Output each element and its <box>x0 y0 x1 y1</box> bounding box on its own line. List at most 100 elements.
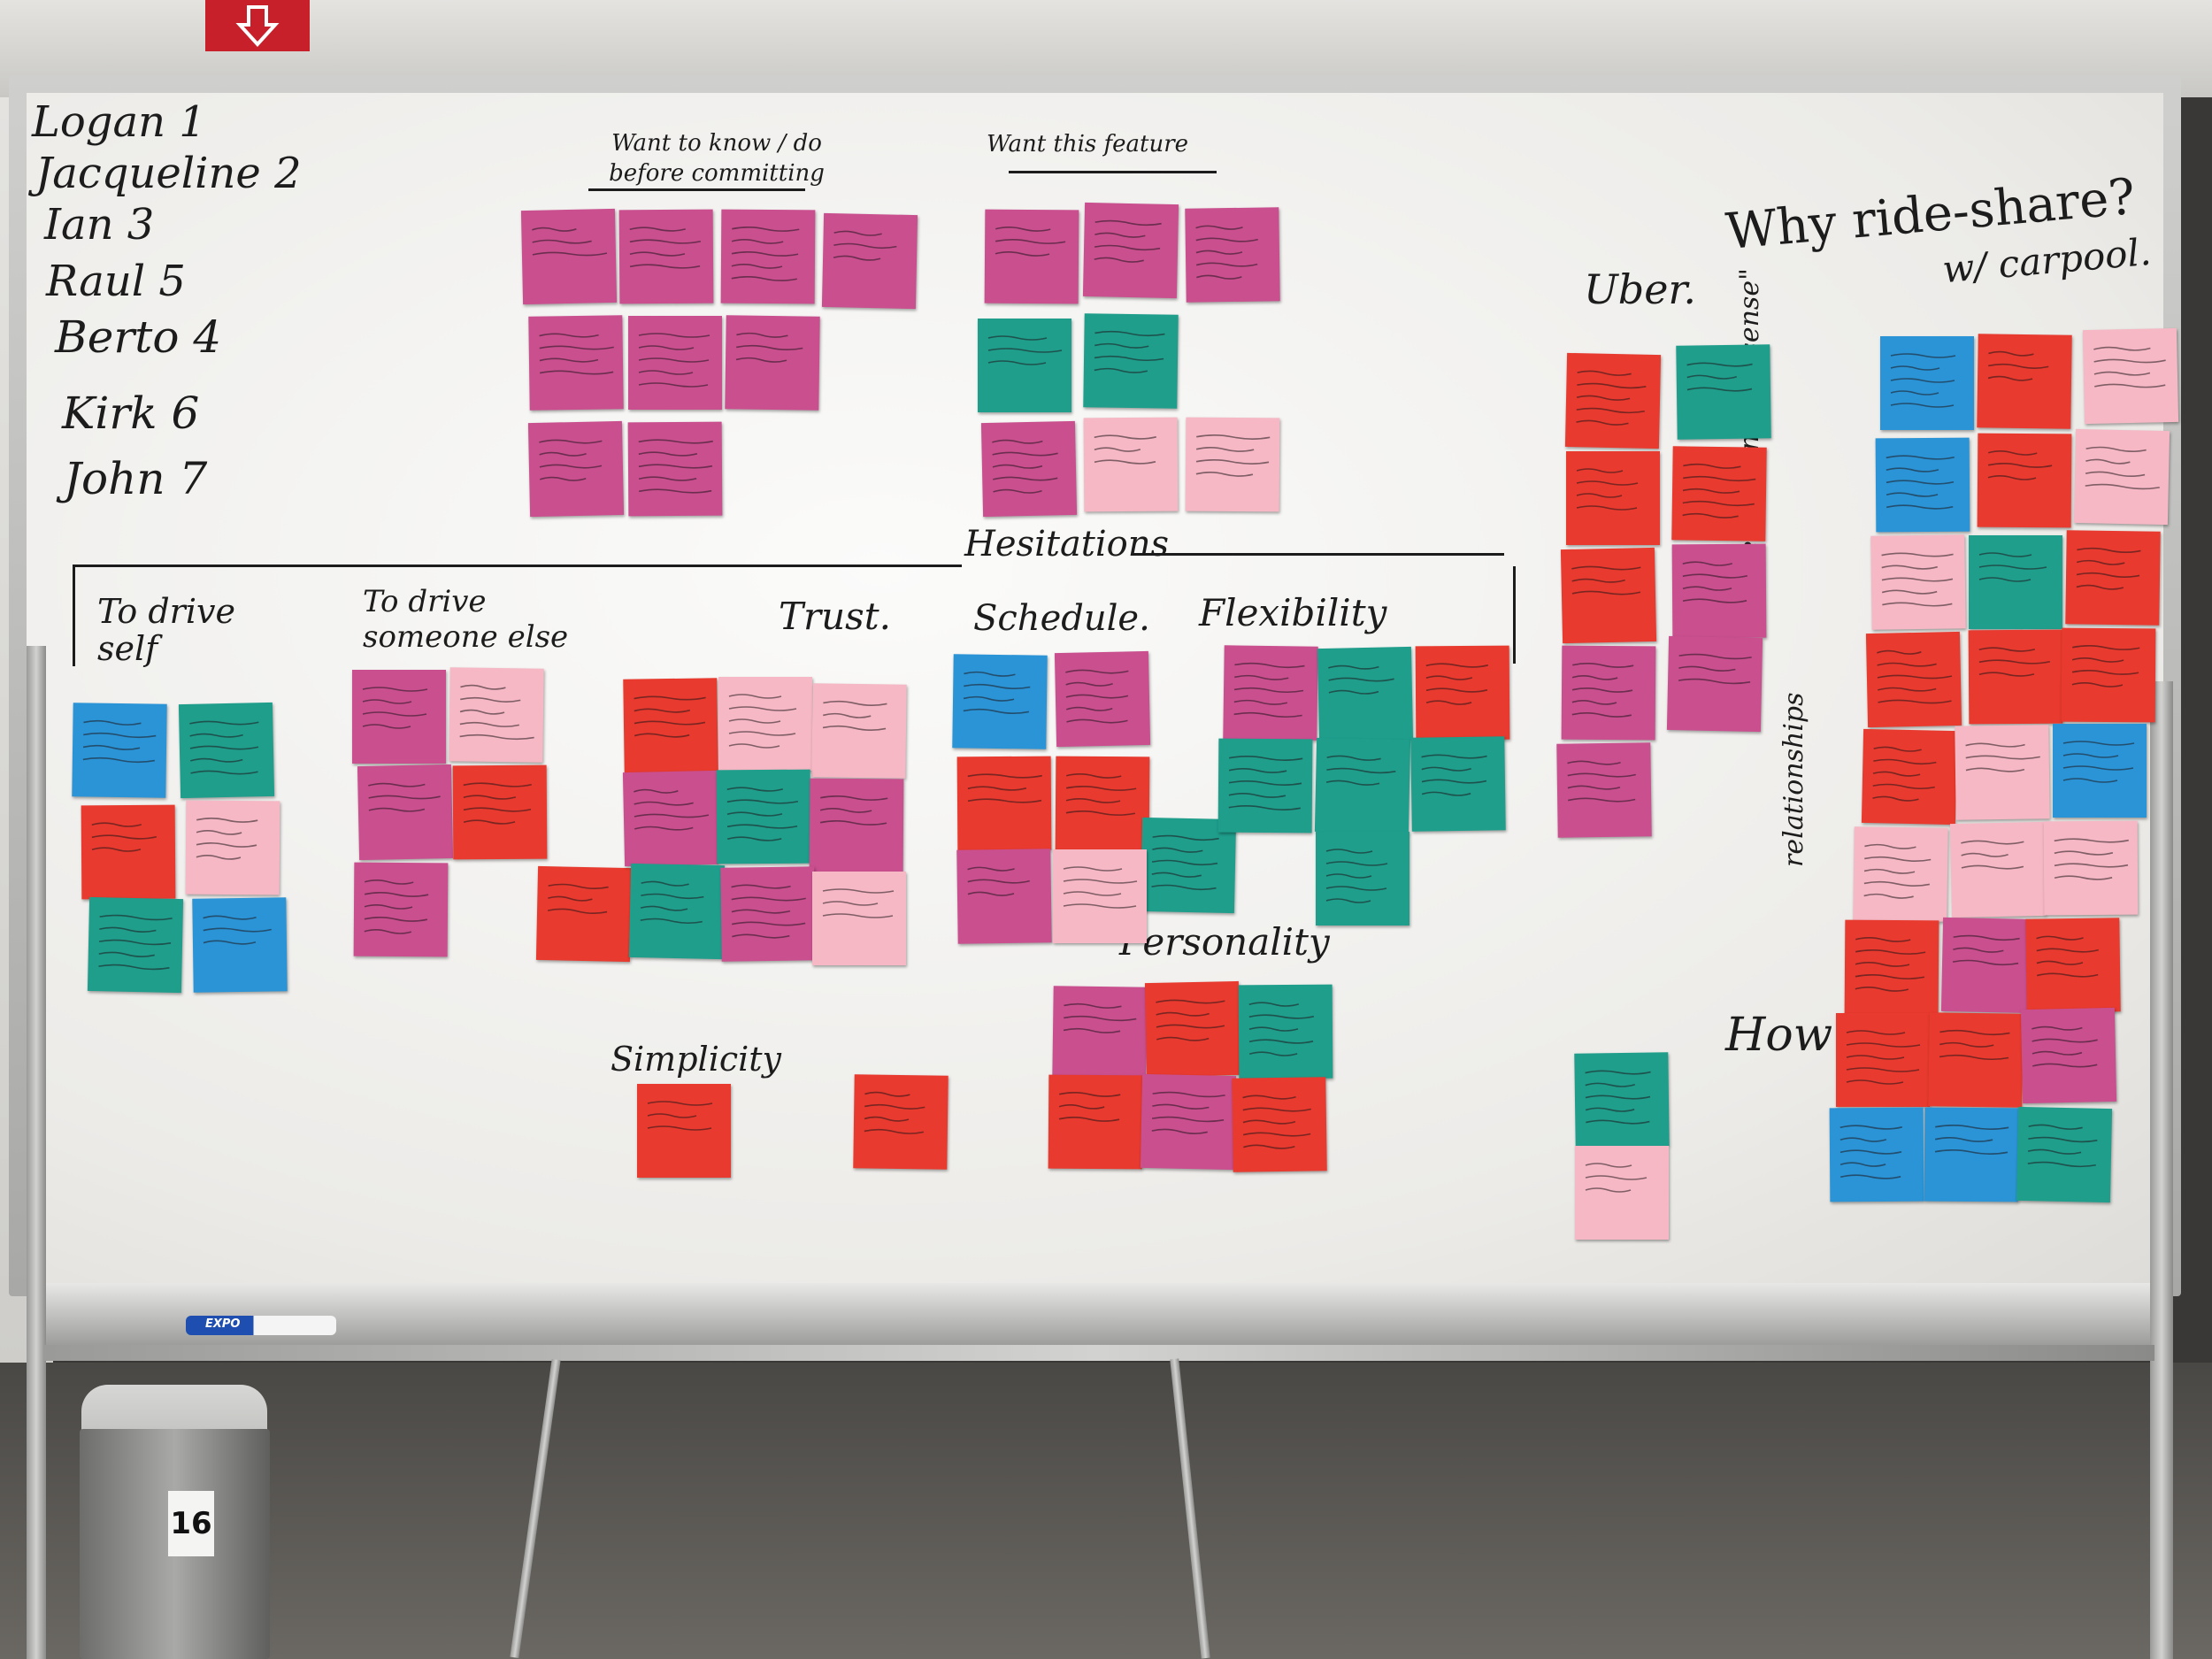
sticky-note <box>1415 645 1510 741</box>
note-scribble <box>1325 755 1396 786</box>
sticky-note <box>357 764 454 861</box>
participant-name: John 7 <box>64 453 208 504</box>
participant-name: Berto 4 <box>55 311 222 363</box>
underline <box>1009 171 1217 173</box>
sticky-note <box>1083 417 1179 512</box>
note-scribble <box>1952 934 2020 966</box>
note-scribble <box>634 695 706 738</box>
sticky-note <box>1853 826 1948 922</box>
note-scribble <box>1886 455 1955 510</box>
note-scribble <box>1094 219 1162 263</box>
sticky-note <box>1836 1013 1930 1107</box>
sticky-note <box>1185 417 1280 512</box>
note-scribble <box>1094 330 1165 373</box>
note-scribble <box>1065 669 1129 724</box>
sticky-note <box>1949 821 2047 918</box>
note-scribble <box>1890 353 1956 408</box>
sticky-note <box>622 770 719 867</box>
sticky-note <box>1217 738 1313 833</box>
note-scribble <box>1242 1094 1311 1149</box>
note-scribble <box>1987 450 2053 480</box>
note-scribble <box>735 332 803 363</box>
sticky-note <box>81 804 176 900</box>
sticky-note <box>1140 1073 1237 1171</box>
sticky-note <box>1968 629 2063 725</box>
note-scribble <box>364 879 429 934</box>
note-scribble <box>1855 937 1926 992</box>
sticky-note <box>1053 849 1147 943</box>
sticky-note <box>1144 980 1241 1078</box>
sticky-note <box>1566 451 1660 545</box>
sticky-note <box>520 208 618 305</box>
stand-left-leg <box>27 646 46 1659</box>
sticky-note <box>1052 986 1148 1081</box>
hesitations-bracket <box>1513 566 1516 664</box>
sticky-note <box>1574 1052 1670 1148</box>
note-scribble <box>189 720 259 775</box>
note-scribble <box>992 439 1058 494</box>
note-scribble <box>1585 1070 1651 1125</box>
heading-want-feature: Want this feature <box>987 131 1189 157</box>
sticky-note <box>1928 1012 2024 1108</box>
note-scribble <box>1425 663 1488 705</box>
sticky-note <box>1083 313 1179 409</box>
sticky-note <box>1977 334 2072 429</box>
note-scribble <box>629 227 702 269</box>
sticky-note <box>978 319 1071 412</box>
note-scribble <box>1978 647 2051 677</box>
note-scribble <box>1863 843 1932 899</box>
sticky-note <box>812 872 906 965</box>
note-scribble <box>987 335 1063 365</box>
heading-trust: Trust. <box>779 595 891 638</box>
note-scribble <box>1839 1125 1902 1179</box>
sticky-note <box>1666 635 1763 733</box>
sticky-note <box>1317 646 1414 743</box>
sticky-note <box>192 897 288 993</box>
note-scribble <box>1195 225 1258 280</box>
note-scribble <box>1576 468 1639 511</box>
sticky-note <box>952 654 1048 749</box>
participant-name: Kirk 6 <box>62 388 200 439</box>
note-scribble <box>1328 664 1394 695</box>
sticky-note <box>1676 344 1771 440</box>
heading-schedule: Schedule. <box>973 598 1150 639</box>
sticky-note <box>528 315 624 411</box>
sticky-note <box>1556 742 1652 838</box>
note-scribble <box>647 1101 713 1131</box>
note-scribble <box>967 866 1030 896</box>
sticky-note <box>1410 736 1506 832</box>
note-scribble <box>82 719 157 764</box>
heading-uber: Uber. <box>1584 265 1696 313</box>
note-scribble <box>463 782 532 825</box>
sticky-note <box>811 683 907 779</box>
note-scribble <box>2054 838 2129 880</box>
note-scribble <box>967 773 1042 803</box>
note-scribble <box>1571 663 1634 718</box>
note-scribble <box>1934 1125 2009 1155</box>
heading-flexibility: Flexibility <box>1199 591 1387 634</box>
note-scribble <box>2093 346 2166 388</box>
stand-crossbar <box>44 1345 2154 1361</box>
sticky-note <box>2020 1007 2117 1104</box>
sticky-note <box>809 778 904 873</box>
sticky-note <box>2043 820 2139 916</box>
sticky-note <box>1316 832 1409 926</box>
sticky-note <box>2082 327 2179 425</box>
sticky-note <box>1054 650 1151 748</box>
heading-relationships: relationships <box>1778 692 1809 867</box>
sticky-note <box>1575 1146 1669 1240</box>
note-scribble <box>726 787 799 841</box>
sticky-note <box>853 1074 949 1170</box>
note-scribble <box>1987 350 2049 381</box>
note-scribble <box>634 788 710 831</box>
heading-want-to-know: Want to know / do before committing <box>609 130 825 187</box>
sticky-note <box>716 769 811 864</box>
participant-name: Jacqueline 2 <box>35 149 302 198</box>
note-scribble <box>833 230 897 261</box>
sticky-note <box>1055 756 1150 851</box>
note-scribble <box>1233 662 1305 718</box>
heading-personality: Personality <box>1119 920 1330 964</box>
sticky-note <box>1875 437 1970 533</box>
note-scribble <box>995 227 1066 257</box>
